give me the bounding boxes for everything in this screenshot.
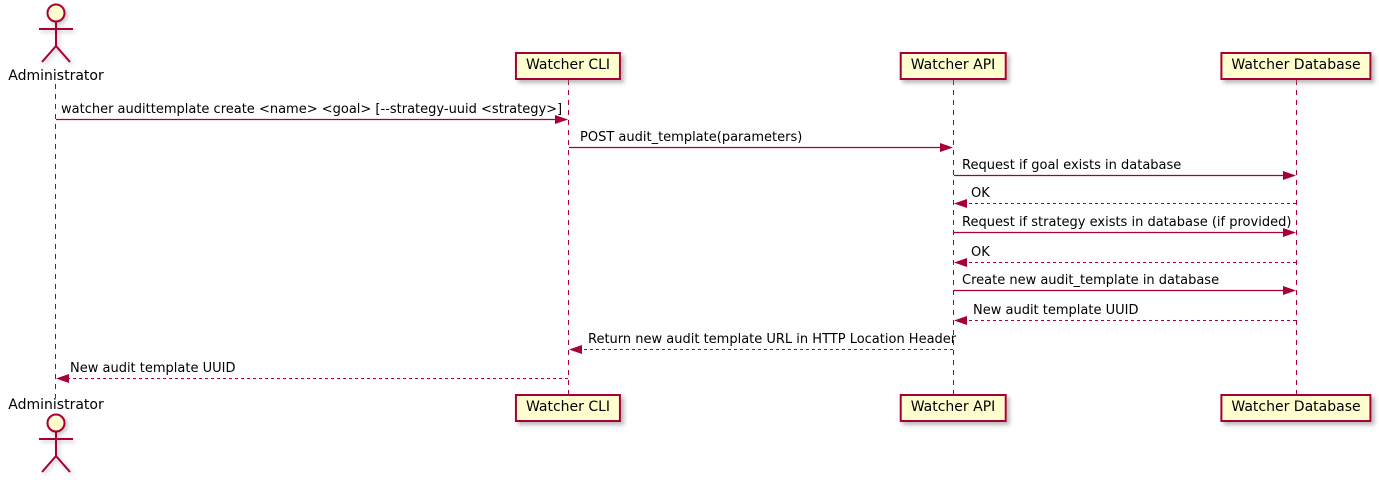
actor-label-administrator-top: Administrator bbox=[8, 68, 104, 84]
administrator-actor-figure-bottom bbox=[39, 413, 73, 473]
participant-watcher-api-top: Watcher API bbox=[899, 52, 1007, 80]
message-label-7: Create new audit_template in database bbox=[962, 273, 1220, 288]
message-label-1: watcher audittemplate create <name> <goa… bbox=[61, 102, 563, 117]
message-arrow-7 bbox=[954, 286, 1296, 295]
participant-watcher-api-bottom: Watcher API bbox=[899, 394, 1007, 422]
message-arrow-8 bbox=[954, 316, 1296, 325]
participant-watcher-cli-top: Watcher CLI bbox=[514, 52, 622, 80]
message-arrow-2 bbox=[569, 143, 953, 152]
participant-watcher-database-top: Watcher Database bbox=[1220, 52, 1372, 80]
message-label-9: Return new audit template URL in HTTP Lo… bbox=[588, 332, 957, 347]
participant-watcher-database-bottom: Watcher Database bbox=[1220, 394, 1372, 422]
message-arrow-6 bbox=[954, 258, 1296, 267]
message-label-6: OK bbox=[971, 245, 990, 260]
message-arrow-1 bbox=[56, 115, 568, 124]
participant-watcher-cli-bottom: Watcher CLI bbox=[514, 394, 622, 422]
message-label-5: Request if strategy exists in database (… bbox=[962, 215, 1292, 230]
message-label-4: OK bbox=[971, 186, 990, 201]
message-arrow-3 bbox=[954, 171, 1296, 180]
message-label-3: Request if goal exists in database bbox=[962, 158, 1182, 173]
message-arrow-5 bbox=[954, 228, 1296, 237]
message-label-2: POST audit_template(parameters) bbox=[580, 130, 803, 145]
message-label-8: New audit template UUID bbox=[973, 303, 1139, 318]
message-label-10: New audit template UUID bbox=[70, 361, 236, 376]
message-arrows bbox=[56, 115, 1296, 383]
message-arrow-9 bbox=[569, 345, 953, 354]
actor-label-administrator-bottom: Administrator bbox=[8, 397, 104, 413]
lifelines bbox=[55, 80, 1297, 398]
message-arrow-10 bbox=[56, 374, 568, 383]
message-arrow-4 bbox=[954, 199, 1296, 208]
administrator-actor-figure-top bbox=[39, 3, 73, 63]
